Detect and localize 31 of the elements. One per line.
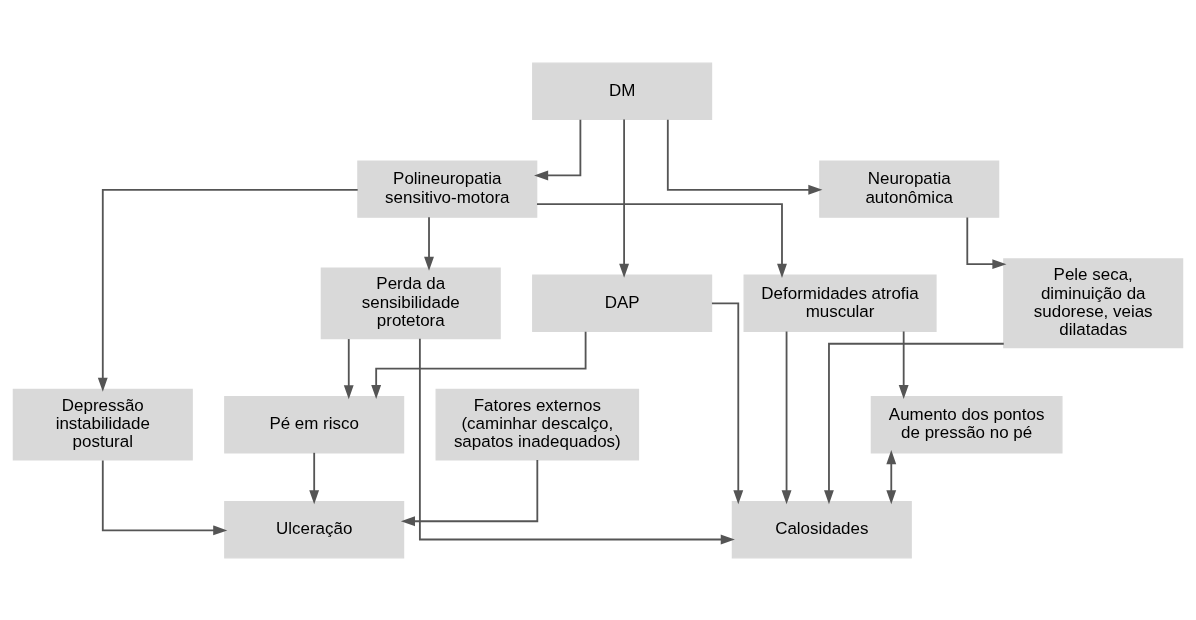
arrow xyxy=(711,301,744,504)
arrow xyxy=(619,118,630,278)
node-box: Pé em risco xyxy=(224,395,405,453)
arrow xyxy=(309,451,320,504)
node-box: Fatores externos (caminhar descalço, sapatos inadequados) xyxy=(435,388,640,461)
arrow xyxy=(371,330,587,399)
arrow xyxy=(781,330,792,504)
arrow xyxy=(966,216,1007,269)
node-box: Neuropatia autonômica xyxy=(819,159,1000,218)
arrow xyxy=(536,202,787,278)
node-box: Polineuropatia sensitivo-motora xyxy=(357,159,538,218)
node-box: Aumento dos pontos de pressão no pé xyxy=(870,395,1063,453)
arrow xyxy=(886,449,897,504)
arrow xyxy=(101,459,228,535)
arrow xyxy=(898,330,909,399)
node-box: Depressão instabilidade postural xyxy=(12,388,193,461)
arrow xyxy=(534,118,582,180)
arrow xyxy=(400,458,539,526)
arrow xyxy=(418,337,735,544)
arrow xyxy=(666,118,823,195)
arrow xyxy=(424,215,434,271)
node-box: DAP xyxy=(532,274,713,332)
node-box: Pele seca, diminuição da sudorese, veias dilatadas xyxy=(1003,257,1184,348)
arrow xyxy=(343,337,354,399)
node-box: Perda da sensibilidade protetora xyxy=(320,266,501,339)
arrow xyxy=(824,342,1005,504)
node-box: DM xyxy=(532,62,713,120)
node-box: Deformidades atrofia muscular xyxy=(743,274,937,332)
node-box: Calosidades xyxy=(731,500,912,558)
node-box: Ulceração xyxy=(224,500,405,558)
arrow xyxy=(97,188,359,392)
